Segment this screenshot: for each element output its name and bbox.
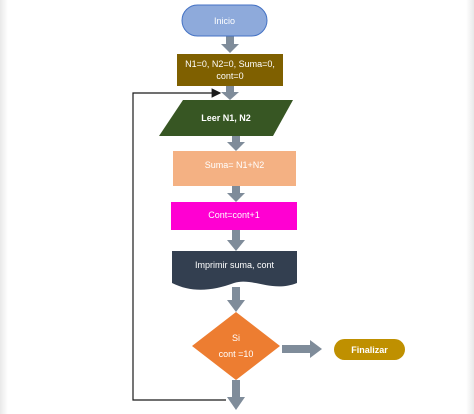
arrow-counter-to-print: [227, 230, 245, 251]
end-label: Finalizar: [351, 344, 388, 355]
start-terminator: [181, 4, 268, 37]
loop-back-connector: [132, 88, 226, 401]
decision-label: Si cont =10: [200, 328, 272, 364]
init-label-line-2: cont=0: [216, 71, 244, 81]
sum-process-box: [173, 151, 296, 186]
input-label: Leer N1, N2: [201, 113, 251, 123]
decision-label-line-1: Si: [231, 333, 240, 343]
end-terminator: [334, 339, 405, 360]
decision-label-line-2: cont =10: [218, 349, 254, 359]
input-parallelogram: [159, 100, 293, 136]
init-label: N1=0, N2=0, Suma=0, cont=0: [177, 54, 283, 86]
start-label: Inicio: [213, 15, 235, 26]
init-label-line-1: N1=0, N2=0, Suma=0,: [185, 59, 275, 69]
print-label: Imprimir suma, cont: [194, 260, 274, 270]
print-document-shape: [172, 251, 297, 290]
counter-label: Cont=cont+1: [208, 210, 260, 220]
decision-diamond: [192, 312, 280, 380]
init-process-box: [177, 54, 283, 86]
arrow-sum-to-counter: [227, 186, 245, 202]
arrow-start-to-init: [221, 36, 239, 53]
arrow-input-to-sum: [227, 136, 245, 151]
arrow-decision-down: [227, 380, 245, 410]
frame-right-edge: [466, 0, 474, 414]
arrow-init-to-input: [221, 86, 239, 100]
counter-process-box: [171, 202, 297, 230]
frame-left-edge: [0, 0, 8, 414]
arrow-decision-to-end: [282, 340, 322, 358]
arrow-print-to-decision: [227, 287, 245, 312]
sum-label: Suma= N1+N2: [204, 160, 265, 170]
